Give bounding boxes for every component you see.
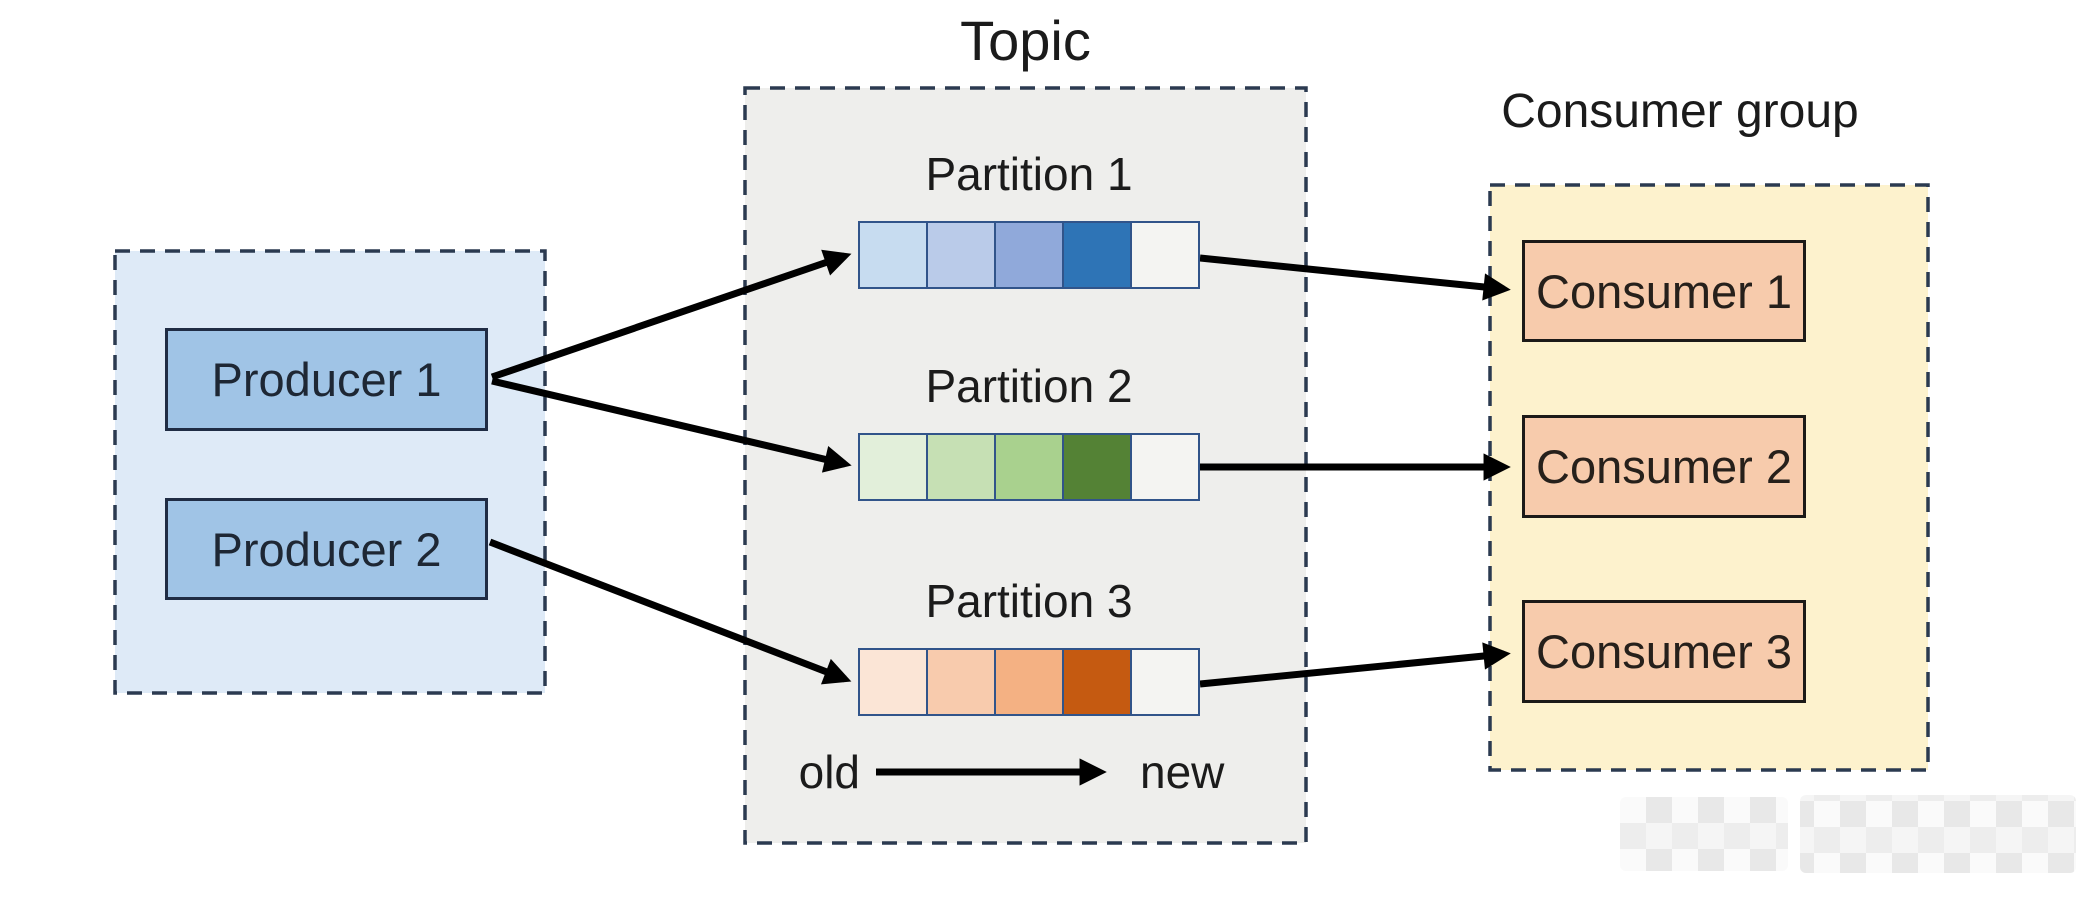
watermark-mosaic (1620, 797, 1788, 871)
arrow-producer2-to-partition3 (488, 538, 852, 685)
partition-cell (994, 648, 1064, 716)
partition-cell (1062, 433, 1132, 501)
producer-1-box: Producer 1 (165, 328, 488, 431)
partition-cell (1130, 221, 1200, 289)
partition-cell (1130, 648, 1200, 716)
partition-cell (858, 648, 928, 716)
producers-panel (113, 249, 547, 695)
topic-title: Topic (960, 9, 1091, 72)
arrow-producer1-to-partition1 (490, 249, 852, 381)
partition-1-row (858, 221, 1200, 289)
partition-cell (1062, 648, 1132, 716)
partition-cell (1130, 433, 1200, 501)
partition-cell (1062, 221, 1132, 289)
partition-cell (994, 433, 1064, 501)
partition-2-label: Partition 2 (925, 360, 1133, 412)
partition-2-row (858, 433, 1200, 501)
consumer-group-title: Consumer group (1501, 85, 1859, 138)
consumer-1-box: Consumer 1 (1522, 240, 1806, 342)
producer-1-label: Producer 1 (211, 353, 442, 406)
consumer-3-box: Consumer 3 (1522, 600, 1806, 703)
arrow-partition3-to-consumer3 (1199, 642, 1511, 688)
arrow-partition1-to-consumer1 (1199, 254, 1511, 301)
partition-cell (926, 433, 996, 501)
legend-new-label: new (1140, 746, 1225, 798)
producer-2-label: Producer 2 (211, 522, 442, 576)
watermark-mosaic (1800, 795, 2076, 873)
consumer-3-label: Consumer 3 (1536, 625, 1792, 678)
partition-3-row (858, 648, 1200, 716)
partition-3-label: Partition 3 (925, 575, 1133, 627)
producer-2-box: Producer 2 (165, 498, 488, 600)
partition-1-label: Partition 1 (925, 148, 1133, 200)
partition-cell (994, 221, 1064, 289)
consumer-2-label: Consumer 2 (1536, 440, 1792, 493)
partition-cell (926, 221, 996, 289)
partition-cell (858, 221, 928, 289)
partition-cell (858, 433, 928, 501)
partition-cell (926, 648, 996, 716)
consumer-1-label: Consumer 1 (1536, 264, 1792, 318)
arrow-producer1-to-partition2 (491, 377, 852, 473)
legend-old-label: old (798, 746, 860, 798)
consumer-2-box: Consumer 2 (1522, 415, 1806, 518)
